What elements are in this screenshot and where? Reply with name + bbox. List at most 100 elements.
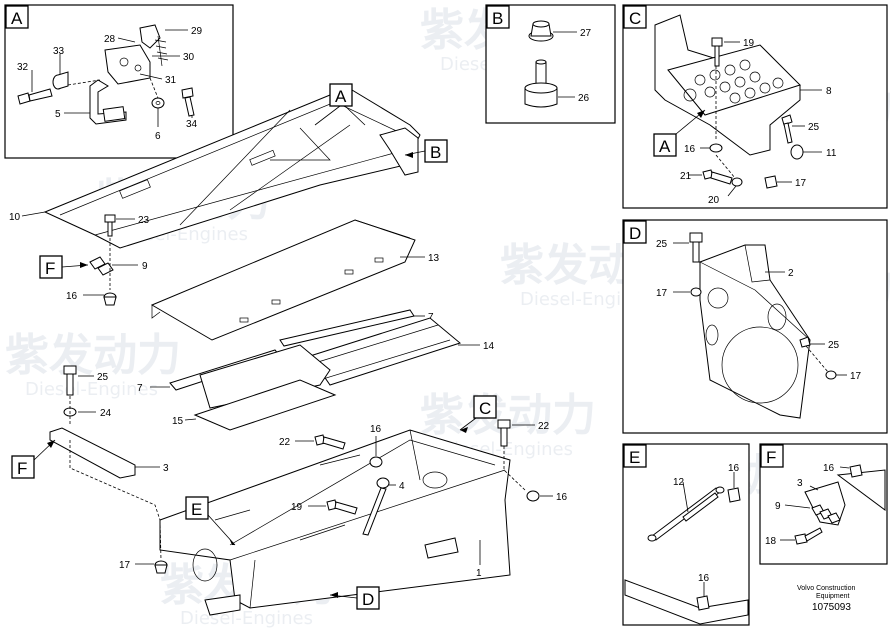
main-callout-a xyxy=(329,83,353,107)
inset-c-label-8: 8 xyxy=(826,86,832,97)
nut-17-c xyxy=(764,175,778,189)
inset-c-callout-a-text: A xyxy=(659,137,671,156)
clip-9 xyxy=(811,504,841,524)
inset-b-label-27: 27 xyxy=(580,28,592,39)
bolt-25-d-right xyxy=(799,336,811,348)
inset-d-label-17: 17 xyxy=(656,288,668,299)
watermark-cn-5: 紫发动力 xyxy=(420,390,596,441)
inset-c-label-25: 25 xyxy=(808,122,820,133)
watermark-en-3: Diesel-Engines xyxy=(520,289,653,310)
caption-line-1: Volvo Construction xyxy=(797,585,855,592)
nut-16-e-bottom xyxy=(696,595,710,611)
inset-a-label-29: 29 xyxy=(191,26,203,37)
main-callout-c xyxy=(473,395,497,419)
main-callout-c-text: C xyxy=(479,399,491,418)
inset-e-label-16b: 16 xyxy=(698,573,710,584)
fan-opening xyxy=(721,326,799,404)
washer-6 xyxy=(151,97,165,109)
nut-16-main-right xyxy=(526,490,540,502)
nut-16-main xyxy=(369,456,383,468)
main-label-23: 23 xyxy=(138,215,150,226)
main-label-19: 19 xyxy=(291,502,303,513)
inset-c-callout-a xyxy=(653,133,677,157)
inset-e-label-16: 16 xyxy=(728,463,740,474)
washer-20 xyxy=(731,177,743,187)
caption-number: 1075093 xyxy=(812,602,851,613)
frame-end xyxy=(379,127,419,176)
inset-f-tag-text: F xyxy=(766,448,776,467)
main-assembly: 10 23 9 16 F A B xyxy=(9,83,568,616)
watermark-cn-4: 紫发动力 xyxy=(5,330,181,381)
bracket-3-main xyxy=(49,427,136,479)
bolt-34 xyxy=(181,87,194,99)
strip-assembly xyxy=(199,344,331,409)
main-label-10: 10 xyxy=(9,212,21,223)
inset-d-tag-text: D xyxy=(629,224,641,243)
inset-e-label-12: 12 xyxy=(673,477,685,488)
inset-a-label-6: 6 xyxy=(155,131,161,142)
main-label-1: 1 xyxy=(476,568,482,579)
main-label-22b: 22 xyxy=(538,421,550,432)
inset-a-label-28: 28 xyxy=(104,34,116,45)
main-label-15: 15 xyxy=(172,416,184,427)
inset-b-tag-text: B xyxy=(492,9,503,28)
strut-4-top xyxy=(376,477,390,489)
inset-c-label-21: 21 xyxy=(680,171,692,182)
inset-b: B 27 26 xyxy=(485,4,616,124)
main-label-13: 13 xyxy=(428,253,440,264)
inset-f-label-18: 18 xyxy=(765,536,777,547)
inset-a-label-34: 34 xyxy=(186,119,198,130)
main-label-4: 4 xyxy=(399,481,405,492)
watermark-en-6: Diesel-Engines xyxy=(180,608,313,629)
inset-f-label-9: 9 xyxy=(775,501,781,512)
inset-a: A 29 28 30 33 xyxy=(4,4,234,159)
inset-f-tag xyxy=(760,444,784,468)
figure-caption: Volvo Construction Equipment 1075093 xyxy=(797,585,855,613)
main-label-16c: 16 xyxy=(556,492,568,503)
bolt-25-main xyxy=(63,365,77,375)
main-label-22a: 22 xyxy=(279,437,291,448)
inset-f-label-16: 16 xyxy=(823,463,835,474)
hood-tub-1 xyxy=(159,429,511,609)
inset-e-tag-text: E xyxy=(629,448,640,467)
inset-c: C 19 8 25 xyxy=(622,4,888,209)
cover-panel-13 xyxy=(150,219,416,341)
latch-hook xyxy=(139,24,161,49)
nut-16-f xyxy=(849,464,863,478)
nut-16-e-top xyxy=(727,487,741,503)
step-plate-holes xyxy=(694,59,784,104)
main-label-24: 24 xyxy=(100,408,112,419)
watermark-en-4: Diesel-Engines xyxy=(25,379,158,400)
inset-c-tag xyxy=(623,5,647,29)
main-label-14: 14 xyxy=(483,341,495,352)
inset-b-label-26: 26 xyxy=(578,93,590,104)
inset-a-label-32: 32 xyxy=(17,62,29,73)
inset-c-label-17: 17 xyxy=(795,178,807,189)
main-callout-e-text: E xyxy=(191,500,202,519)
inset-b-tag xyxy=(486,5,510,29)
main-label-7a: 7 xyxy=(428,312,434,323)
main-label-17: 17 xyxy=(119,560,131,571)
mount-16-c xyxy=(709,143,723,153)
main-label-16b: 16 xyxy=(370,424,382,435)
inset-d-label-17b: 17 xyxy=(850,371,862,382)
inset-a-tag xyxy=(5,5,29,29)
inset-a-label-30: 30 xyxy=(183,52,195,63)
nut-17-d-left xyxy=(690,287,702,297)
main-label-3: 3 xyxy=(163,463,169,474)
main-label-25: 25 xyxy=(97,372,109,383)
bolt-25-c xyxy=(781,114,793,126)
bolt-23 xyxy=(104,214,116,223)
inset-e-tag xyxy=(623,444,647,468)
mount-stud xyxy=(535,61,547,85)
inset-f-label-3: 3 xyxy=(797,478,803,489)
inset-d-tag xyxy=(623,220,647,244)
main-callout-f-2-text: F xyxy=(17,459,27,478)
inset-d-label-25: 25 xyxy=(656,239,668,250)
nut-17-d-right xyxy=(825,370,837,380)
inset-a-label-31: 31 xyxy=(165,75,177,86)
washer-11 xyxy=(790,144,804,160)
main-callout-e xyxy=(185,496,209,520)
fan-plate xyxy=(699,244,811,419)
inset-d: D 25 2 17 25 17 xyxy=(622,219,888,434)
